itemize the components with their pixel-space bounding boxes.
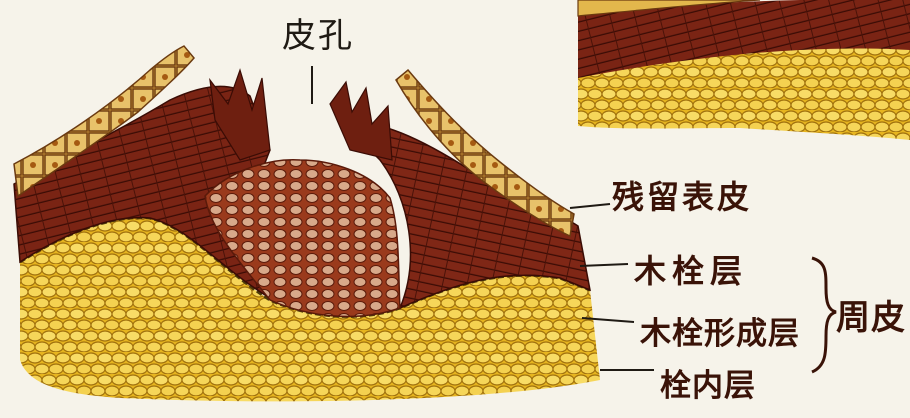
label-periderm: 周皮 xyxy=(836,290,906,339)
label-phelloderm: 栓内层 xyxy=(660,360,756,405)
label-cork: 木栓层 xyxy=(634,246,748,292)
inset-periderm-diagram xyxy=(578,0,910,140)
ruptured-cork-flaps xyxy=(210,70,392,160)
leader-epidermis xyxy=(570,204,610,208)
label-lenticel: 皮孔 xyxy=(282,8,354,57)
periderm-brace xyxy=(812,258,836,372)
label-remnant-epidermis: 残留表皮 xyxy=(612,172,752,218)
leader-cork xyxy=(580,264,628,266)
label-cork-cambium: 木栓形成层 xyxy=(640,308,800,353)
